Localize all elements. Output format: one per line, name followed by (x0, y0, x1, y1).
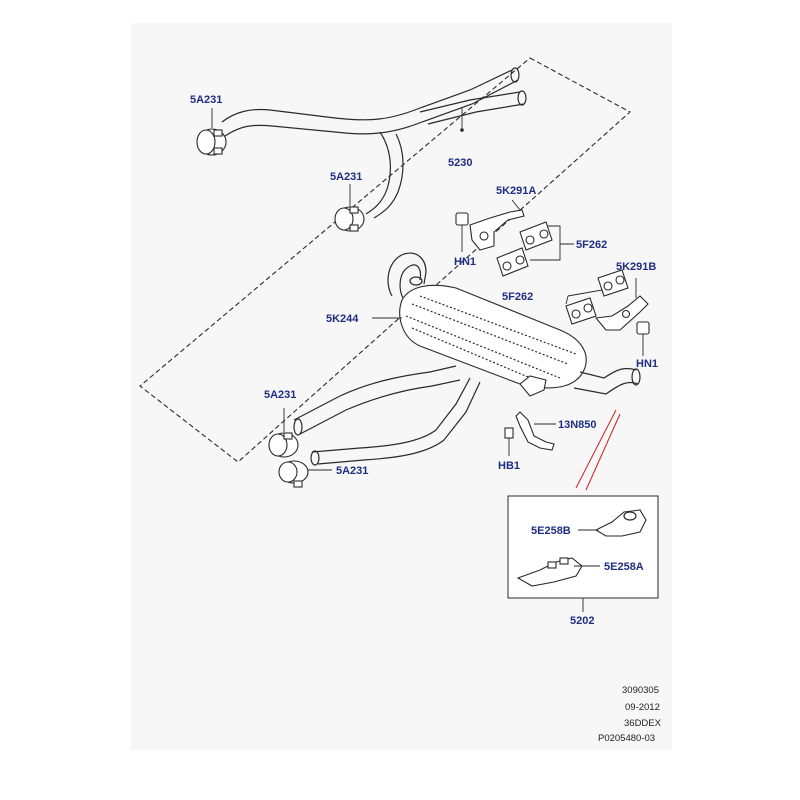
hanger-bracket-5k291a (469, 199, 525, 251)
callout-lines (575, 409, 621, 491)
label-5a231-mid: 5A231 (330, 171, 362, 183)
rear-silencer-5k244 (372, 252, 641, 397)
label-hn1-left: HN1 (454, 256, 476, 268)
label-5a231-rear-upper: 5A231 (264, 389, 296, 401)
label-hb1: HB1 (498, 460, 520, 472)
nut-hn1-right (636, 321, 650, 356)
label-5k291a: 5K291A (496, 185, 536, 197)
footer-drawing-number: 3090305 (622, 685, 659, 696)
clamp-5a231-top (196, 108, 227, 156)
front-pipe-5230 (221, 67, 527, 219)
label-5e258b: 5E258B (531, 525, 571, 537)
label-13n850: 13N850 (558, 419, 597, 431)
label-5202: 5202 (570, 615, 594, 627)
label-5k244: 5K244 (326, 313, 359, 325)
footer-date: 09-2012 (625, 702, 660, 713)
assembly-boundary-dashed (139, 57, 631, 463)
tailpipe-tip-5e258b (578, 509, 647, 537)
clamp-5a231-rear-lower (278, 460, 332, 488)
label-hn1-right: HN1 (636, 358, 658, 370)
clamp-5a231-rear-upper (268, 408, 299, 458)
label-5a231-top: 5A231 (190, 94, 222, 106)
label-5e258a: 5E258A (604, 561, 644, 573)
bracket-13n850 (515, 411, 556, 451)
footer-model-code: 36DDEX (624, 718, 662, 729)
nut-hn1-left (455, 212, 469, 252)
rear-intermediate-pipes (293, 365, 481, 466)
label-5a231-rear-lower: 5A231 (336, 465, 368, 477)
label-5k291b: 5K291B (616, 261, 656, 273)
insulator-5f262-upper (496, 221, 574, 277)
clamp-5a231-mid (334, 184, 365, 232)
insulator-5f262-lower (565, 269, 629, 325)
footer-part-number: P0205480-03 (598, 733, 655, 744)
label-5230: 5230 (448, 157, 472, 169)
bolt-hb1 (504, 427, 514, 456)
tailpipe-tip-5e258a (516, 557, 600, 587)
hanger-bracket-5k291b (594, 278, 649, 331)
label-5f262-upper: 5F262 (576, 239, 607, 251)
label-5f262-lower: 5F262 (502, 291, 533, 303)
